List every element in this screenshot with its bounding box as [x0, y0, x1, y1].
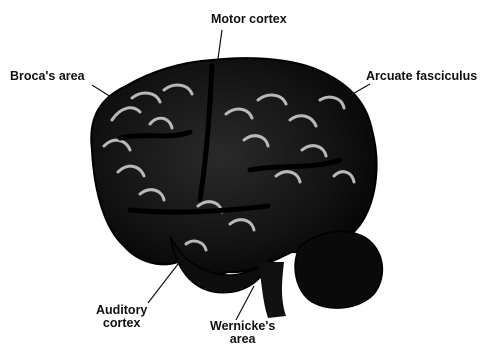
label-auditory-cortex: Auditory cortex [96, 304, 147, 330]
label-arcuate-fasciculus: Arcuate fasciculus [366, 70, 477, 83]
cerebellum-shape [295, 232, 382, 309]
leader-line-auditory-cortex [148, 264, 178, 303]
brainstem-shape [258, 262, 286, 318]
label-wernickes-area-line2: area [210, 333, 275, 346]
label-motor-cortex: Motor cortex [211, 13, 287, 26]
label-brocas-area: Broca's area [10, 70, 85, 83]
label-auditory-cortex-line2: cortex [96, 317, 147, 330]
label-wernickes-area: Wernicke's area [210, 320, 275, 346]
